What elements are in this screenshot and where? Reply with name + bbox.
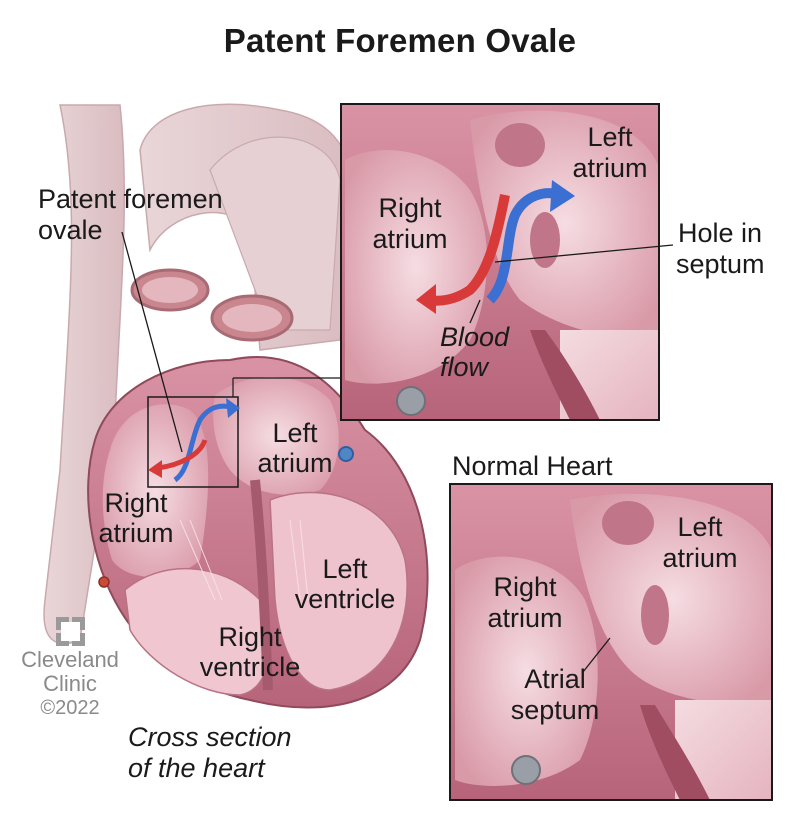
- logo-line-2: Clinic: [43, 671, 97, 696]
- heart-cross-section: [87, 356, 429, 709]
- normal-right-atrium: [455, 556, 598, 786]
- zoom-label-right-atrium-2: atrium: [372, 224, 448, 254]
- normal-left-atrium: [570, 493, 772, 704]
- label-hole-1: Hole in: [678, 218, 763, 248]
- zoom-blue-arrow: [486, 188, 562, 304]
- zoom-label-flow-1: Blood: [440, 322, 510, 352]
- zoom-panel-frame: [340, 103, 660, 421]
- right-atrium-cavity: [102, 404, 209, 577]
- septum-leader: [582, 637, 611, 673]
- superior-vena-cava: [43, 104, 126, 645]
- zoom-label-flow-2: flow: [440, 352, 489, 382]
- zoom-red-arrow: [427, 194, 510, 306]
- hole-leader: [494, 244, 674, 263]
- label-right-ventricle-2: ventricle: [199, 652, 301, 682]
- zoom-left-atrium: [470, 110, 659, 336]
- zoom-panel-art: [341, 104, 659, 420]
- zoom-label-right-atrium-1: Right: [378, 193, 442, 223]
- label-main-right-atrium-1: Right: [104, 488, 168, 518]
- left-atrium-cavity: [213, 376, 339, 495]
- pulmonary-artery: [209, 136, 341, 331]
- coronary-vessel: [338, 446, 354, 462]
- label-main-right-atrium-2: atrium: [98, 518, 174, 548]
- label-main-left-atrium-2: atrium: [257, 448, 333, 478]
- chordae: [179, 519, 309, 601]
- cleveland-clinic-logo-icon: [56, 617, 85, 646]
- zoom-label-left-atrium-1: Left: [587, 122, 633, 152]
- septum-wall: [250, 479, 273, 691]
- label-main-left-atrium-1: Left: [272, 418, 318, 448]
- normal-panel-art: [450, 484, 772, 800]
- logo-line-1: Cleveland: [21, 647, 119, 672]
- label-left-ventricle-2: ventricle: [294, 584, 396, 614]
- normal-label-left-atrium-1: Left: [677, 512, 723, 542]
- label-pfo-1: Patent foremen: [38, 184, 223, 214]
- label-hole-2: septum: [676, 249, 765, 279]
- label-left-ventricle-1: Left: [322, 554, 368, 584]
- label-pfo-2: ovale: [38, 215, 103, 245]
- pfo-highlight-box: [147, 396, 239, 488]
- normal-label-right-atrium-2: atrium: [487, 603, 563, 633]
- zoom-right-atrium: [345, 150, 487, 384]
- normal-label-septum-1: Atrial: [524, 664, 586, 694]
- coronary-vessel-2: [98, 576, 110, 588]
- label-right-ventricle-1: Right: [218, 622, 282, 652]
- flow-leader: [469, 299, 481, 324]
- logo-copyright: ©2022: [40, 697, 100, 719]
- zoom-label-left-atrium-2: atrium: [572, 153, 648, 183]
- caption-line-1: Cross section: [128, 722, 292, 752]
- left-ventricle: [269, 491, 408, 691]
- caption-line-2: of the heart: [128, 753, 265, 783]
- main-red-arrow: [157, 438, 208, 471]
- normal-panel-frame: [449, 483, 773, 801]
- pfo-leader: [121, 231, 183, 453]
- normal-label-left-atrium-2: atrium: [662, 543, 738, 573]
- normal-label-right-atrium-1: Right: [493, 572, 557, 602]
- main-blue-arrow: [173, 403, 233, 483]
- normal-heart-heading: Normal Heart: [452, 451, 613, 481]
- diagram-title: Patent Foremen Ovale: [223, 22, 577, 59]
- normal-label-septum-2: septum: [510, 695, 600, 725]
- great-vessels: [43, 103, 354, 645]
